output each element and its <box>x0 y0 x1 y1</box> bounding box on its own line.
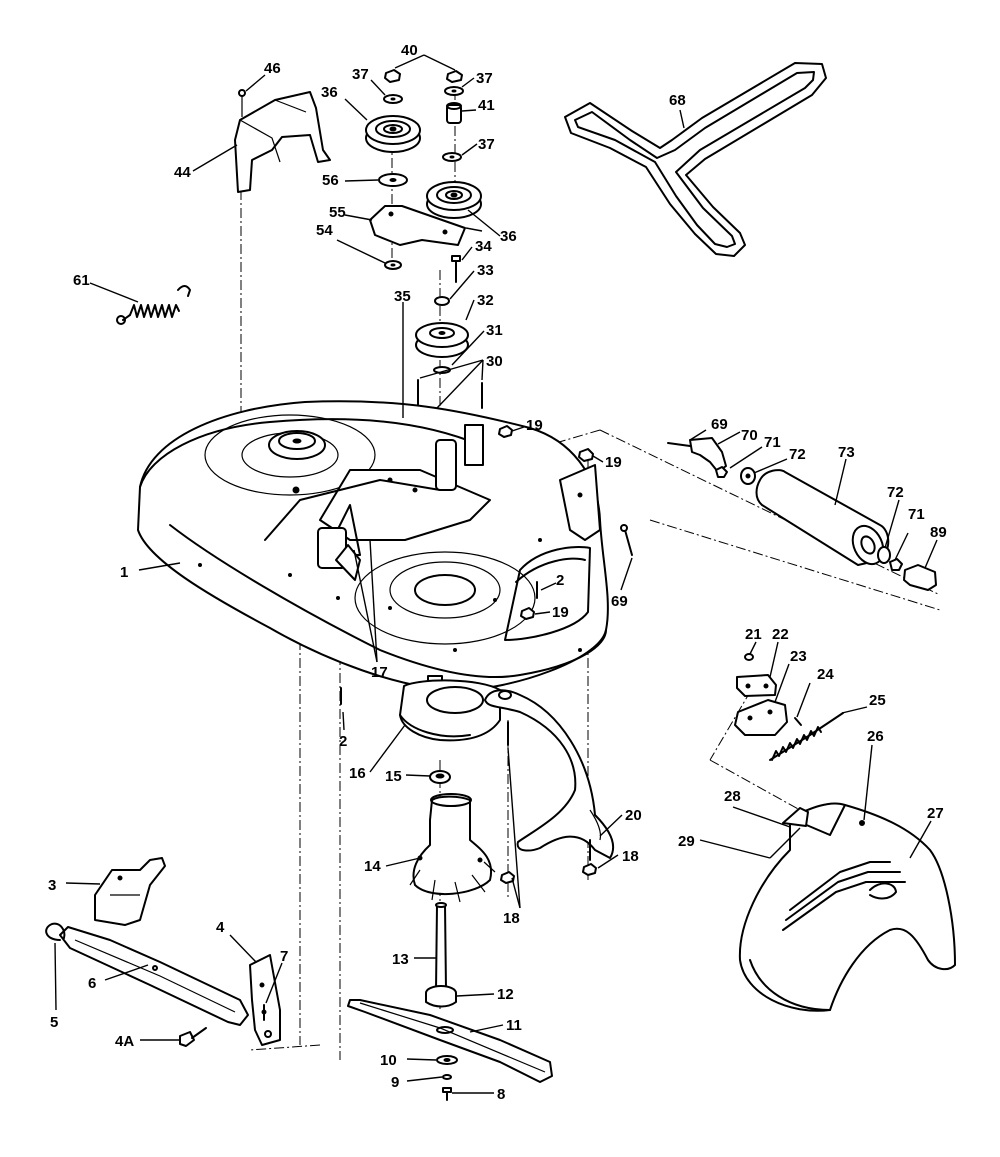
callout-14: 14 <box>364 858 381 875</box>
callout-5: 5 <box>50 1014 58 1031</box>
callout-37: 37 <box>352 66 369 83</box>
callout-61: 61 <box>73 272 90 289</box>
callout-25: 25 <box>869 692 886 709</box>
idler-pulley-assembly <box>365 69 482 270</box>
callout-71: 71 <box>764 434 781 451</box>
callout-32: 32 <box>477 292 494 309</box>
callout-4a: 4A <box>115 1033 134 1050</box>
hardware-part-18 <box>500 721 597 884</box>
callout-labels: 1 2 2 3 4 4A 5 6 7 8 9 10 11 12 13 14 15… <box>48 42 947 1103</box>
callout-37: 37 <box>478 136 495 153</box>
drive-belt <box>564 62 827 257</box>
callout-19: 19 <box>605 454 622 471</box>
callout-36: 36 <box>500 228 517 245</box>
deck-lift-linkage <box>45 922 281 1047</box>
callout-31: 31 <box>486 322 503 339</box>
callout-3: 3 <box>48 877 56 894</box>
callout-12: 12 <box>497 986 514 1003</box>
callout-33: 33 <box>477 262 494 279</box>
callout-54: 54 <box>316 222 333 239</box>
callout-20: 20 <box>625 807 642 824</box>
callout-35: 35 <box>394 288 411 305</box>
spring <box>116 285 191 325</box>
bearing <box>429 770 451 784</box>
callout-17: 17 <box>371 664 388 681</box>
callout-13: 13 <box>392 951 409 968</box>
belt-guard <box>234 89 331 193</box>
gauge-roller-assembly <box>620 437 937 591</box>
callout-18: 18 <box>503 910 520 927</box>
callout-37: 37 <box>476 70 493 87</box>
callout-7: 7 <box>280 948 288 965</box>
deflector-bracket-assembly <box>734 653 844 761</box>
callout-2: 2 <box>339 733 347 750</box>
callout-56: 56 <box>322 172 339 189</box>
callout-22: 22 <box>772 626 789 643</box>
callout-44: 44 <box>174 164 191 181</box>
callout-72: 72 <box>789 446 806 463</box>
callout-11: 11 <box>506 1017 522 1034</box>
callout-30: 30 <box>486 353 503 370</box>
callout-8: 8 <box>497 1086 505 1103</box>
spindle-shaft <box>425 902 457 1008</box>
callout-23: 23 <box>790 648 807 665</box>
spindle-mount <box>399 679 501 742</box>
callout-16: 16 <box>349 765 366 782</box>
blade <box>347 999 553 1083</box>
spindle-housing <box>409 793 496 903</box>
callout-19: 19 <box>526 417 543 434</box>
bolts-part-2 <box>340 581 538 705</box>
callout-34: 34 <box>475 238 492 255</box>
callout-24: 24 <box>817 666 834 683</box>
callout-40: 40 <box>401 42 418 59</box>
callout-2: 2 <box>556 572 564 589</box>
leader-lines <box>54 54 938 1094</box>
callout-69: 69 <box>611 593 628 610</box>
callout-71: 71 <box>908 506 925 523</box>
callout-89: 89 <box>930 524 947 541</box>
callout-72: 72 <box>887 484 904 501</box>
bracket-part-3 <box>94 857 166 926</box>
callout-21: 21 <box>745 626 762 643</box>
callout-70: 70 <box>741 427 758 444</box>
callout-68: 68 <box>669 92 686 109</box>
mower-deck <box>137 400 609 691</box>
callout-46: 46 <box>264 60 281 77</box>
callout-10: 10 <box>380 1052 397 1069</box>
bracket-part-17 <box>335 544 361 581</box>
callout-9: 9 <box>391 1074 399 1091</box>
nuts-part-19 <box>498 425 594 620</box>
callout-27: 27 <box>927 805 944 822</box>
callout-29: 29 <box>678 833 695 850</box>
callout-19: 19 <box>552 604 569 621</box>
callout-4: 4 <box>216 919 225 936</box>
discharge-chute <box>738 802 956 1012</box>
callout-55: 55 <box>329 204 346 221</box>
callout-36: 36 <box>321 84 338 101</box>
callout-69: 69 <box>711 416 728 433</box>
drive-pulley-assembly <box>401 255 483 451</box>
callout-15: 15 <box>385 768 402 785</box>
idler-arm <box>484 689 615 859</box>
callout-73: 73 <box>838 444 855 461</box>
callout-28: 28 <box>724 788 741 805</box>
callout-18: 18 <box>622 848 639 865</box>
blade-hardware <box>436 1055 458 1101</box>
callout-6: 6 <box>88 975 96 992</box>
callout-26: 26 <box>867 728 884 745</box>
callout-1: 1 <box>120 564 128 581</box>
callout-41: 41 <box>478 97 495 114</box>
